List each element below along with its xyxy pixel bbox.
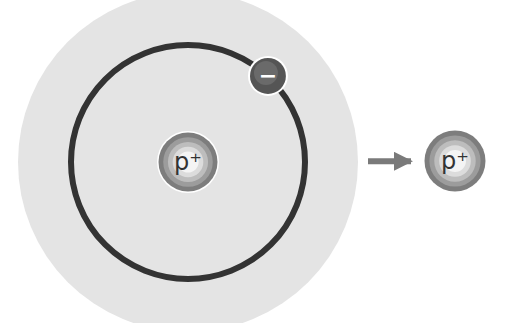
electron-rim (248, 56, 288, 96)
proton-circle: p⁺ (423, 129, 487, 193)
proton-ring (173, 147, 204, 178)
electron-body (250, 58, 286, 94)
proton-ring (434, 140, 475, 181)
proton-ring (429, 135, 480, 186)
charge-sign: − (259, 65, 277, 87)
electron-orbit (71, 45, 305, 279)
proton-ring (159, 133, 218, 192)
proton-rim (423, 129, 487, 193)
proton-ring (439, 145, 471, 177)
particle-label: p⁺ (174, 150, 202, 174)
reaction-arrow (368, 158, 411, 164)
proton-circle: p⁺ (157, 131, 219, 193)
electron-circle: − (248, 56, 288, 96)
atom-cloud (18, 0, 358, 323)
proton-ring (168, 142, 208, 182)
atom-circle: p⁺ − (18, 0, 358, 323)
proton-ring (425, 131, 486, 192)
proton-rim (157, 131, 219, 193)
particle-label: p⁺ (441, 149, 469, 173)
proton-ring (163, 137, 213, 187)
